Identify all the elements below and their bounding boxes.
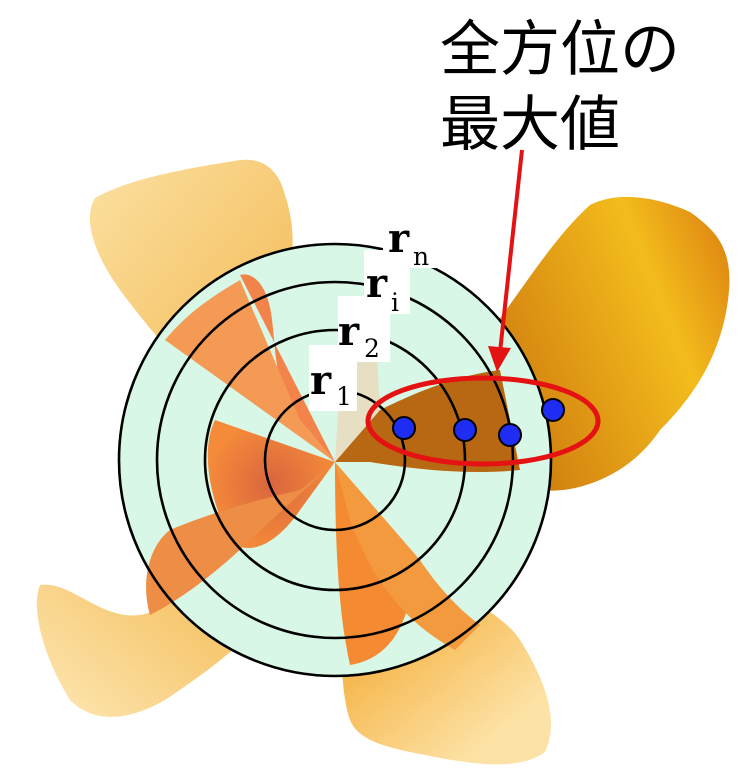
- petal-upper-left: [240, 274, 335, 462]
- petal-lower-right: [335, 462, 480, 650]
- ring-rn: [117, 242, 553, 678]
- max-point-2: [453, 418, 477, 442]
- lobe-bottom-left: [36, 462, 336, 717]
- petal-upper-left-wide: [165, 280, 335, 462]
- max-point-3: [498, 423, 522, 447]
- max-point-1: [392, 416, 416, 440]
- ring-ri: [155, 280, 515, 640]
- arrow-head: [488, 346, 511, 372]
- maximum-points: [392, 398, 565, 447]
- label-rn-bg: [383, 220, 445, 268]
- annotation-line-2: 最大値: [440, 90, 620, 160]
- max-point-4: [541, 398, 565, 422]
- maxima-highlight-ellipse: [365, 375, 601, 467]
- arrow-shaft: [498, 149, 524, 353]
- label-r2-sub: 2: [364, 334, 380, 363]
- label-rn: r n: [383, 215, 445, 271]
- label-ri-main: r: [366, 260, 388, 307]
- radius-labels: r 1 r 2 r i r n: [309, 215, 445, 411]
- annotation-line-1: 全方位の: [440, 15, 680, 85]
- petal-lower-left: [146, 462, 335, 615]
- label-r2-main: r: [338, 308, 360, 355]
- label-rn-main: r: [388, 215, 410, 262]
- label-ri-sub: i: [391, 288, 399, 317]
- petal-right: [335, 370, 520, 473]
- annotation-arrow: [488, 149, 524, 372]
- annotation-label: 全方位の 最大値: [440, 15, 680, 160]
- label-r1-sub: 1: [336, 382, 352, 411]
- ring-r2: [203, 328, 467, 592]
- label-r1-main: r: [310, 357, 332, 404]
- label-rn-sub: n: [413, 242, 429, 271]
